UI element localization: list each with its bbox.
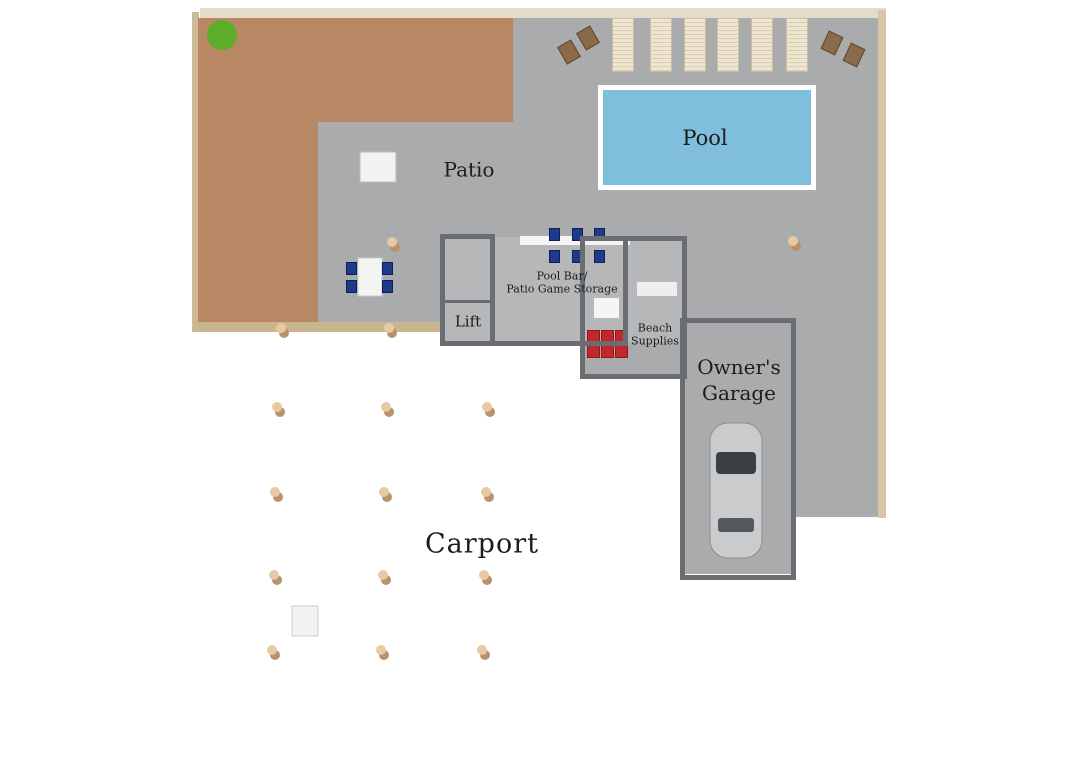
post bbox=[378, 570, 388, 580]
beach-supplies-walls bbox=[580, 236, 687, 379]
car-windshield bbox=[716, 452, 756, 474]
post bbox=[384, 323, 394, 333]
post bbox=[379, 487, 389, 497]
room-label-lift: Lift bbox=[454, 312, 482, 331]
bar-stool bbox=[549, 228, 560, 241]
post bbox=[479, 570, 489, 580]
room-label-pool-bar-line2: Patio Game Storage bbox=[506, 282, 618, 295]
post bbox=[276, 323, 286, 333]
fence-right bbox=[878, 10, 886, 518]
post bbox=[477, 645, 487, 655]
post bbox=[788, 236, 798, 246]
lounge-chair bbox=[751, 18, 773, 72]
wood-deck bbox=[198, 18, 513, 322]
room-label-garage-line1: Owner's bbox=[697, 355, 781, 379]
post bbox=[267, 645, 277, 655]
garage-walls bbox=[680, 318, 796, 580]
car-rear-window bbox=[718, 518, 754, 532]
bar-stool bbox=[549, 250, 560, 263]
patio-stairs bbox=[359, 151, 397, 183]
pool-water bbox=[603, 90, 811, 185]
fence-left bbox=[192, 12, 199, 332]
bar-stool bbox=[594, 250, 605, 263]
room-label-beach-line1: Beach bbox=[637, 321, 673, 335]
bar-stool bbox=[572, 228, 583, 241]
lounge-chair bbox=[786, 18, 808, 72]
lounge-chair bbox=[684, 18, 706, 72]
post bbox=[482, 402, 492, 412]
room-label-garage: Owner's Garage bbox=[697, 354, 781, 406]
dining-chair bbox=[382, 280, 393, 293]
lounge-chair bbox=[717, 18, 739, 72]
room-label-beach-line2: Supplies bbox=[631, 334, 679, 347]
lounge-chair bbox=[650, 18, 672, 72]
post bbox=[269, 570, 279, 580]
fence-top bbox=[200, 8, 886, 18]
post bbox=[481, 487, 491, 497]
dining-chair bbox=[346, 280, 357, 293]
lounge-chair bbox=[612, 18, 634, 72]
post bbox=[272, 402, 282, 412]
post bbox=[270, 487, 280, 497]
pool-bar-walls bbox=[490, 240, 628, 346]
post bbox=[387, 237, 397, 247]
dining-chair bbox=[346, 262, 357, 275]
dining-chair bbox=[382, 262, 393, 275]
room-label-pool: Pool bbox=[682, 125, 728, 150]
room-label-patio: Patio bbox=[443, 157, 495, 182]
post bbox=[381, 402, 391, 412]
carport-stairs bbox=[291, 605, 319, 637]
post bbox=[376, 645, 386, 655]
bike-rack bbox=[637, 282, 677, 296]
room-label-carport: Carport bbox=[425, 528, 539, 560]
room-label-pool-bar-line1: Pool Bar/ bbox=[536, 269, 588, 283]
storage-cabinet bbox=[594, 298, 619, 318]
fence-bottom bbox=[194, 320, 440, 332]
dining-table bbox=[357, 257, 383, 297]
room-label-beach-supplies: Beach Supplies bbox=[631, 322, 679, 347]
room-label-pool-bar: Pool Bar/ Patio Game Storage bbox=[506, 270, 617, 295]
palm-plant bbox=[207, 20, 237, 50]
room-label-garage-line2: Garage bbox=[701, 381, 777, 405]
